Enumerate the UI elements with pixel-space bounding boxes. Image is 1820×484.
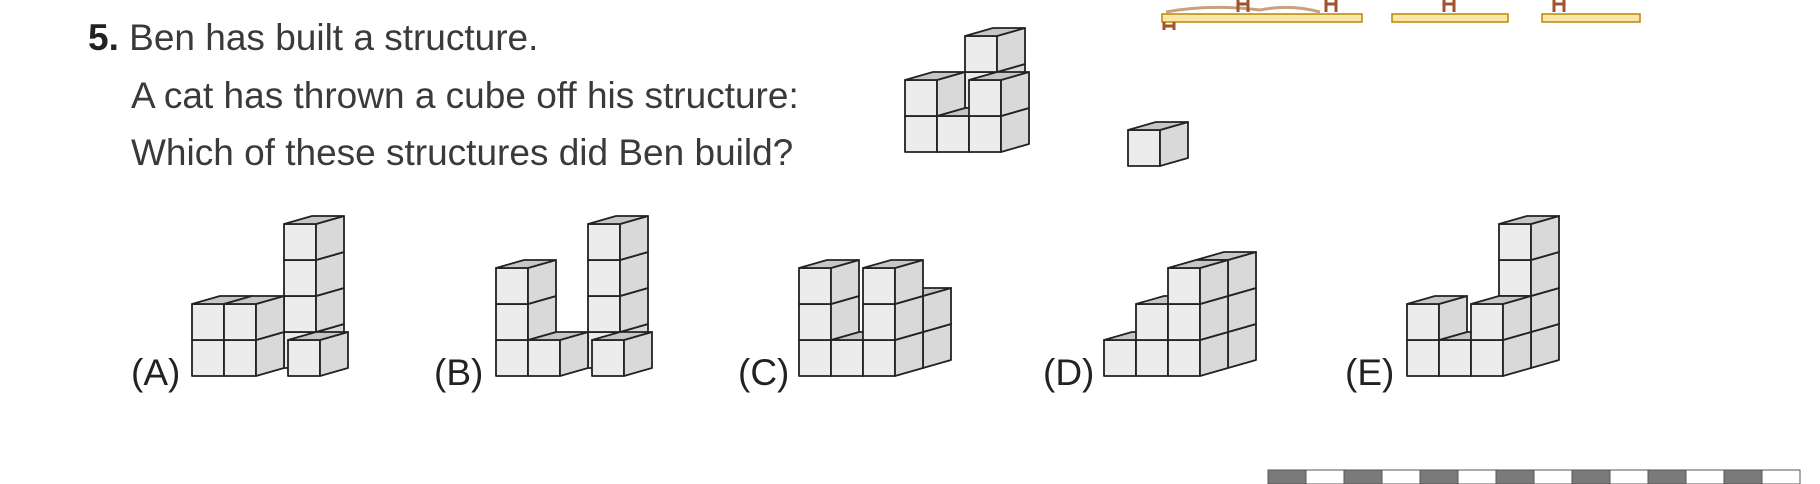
ladder-icon [1162,0,1566,30]
cube [223,295,285,341]
cube [287,331,349,377]
checker-cell [1723,469,1763,484]
option-c-label[interactable]: (C) [738,352,790,393]
checker-cell [1761,469,1801,484]
checker-cell [1343,469,1383,484]
question-text-1: Ben has built a structure. [129,17,539,58]
cube [1127,121,1189,167]
option-e-label[interactable]: (E) [1345,352,1395,393]
cube [591,331,653,377]
checker-cell [1305,469,1345,484]
checker-cell [1457,469,1497,484]
checker-cell [1571,469,1611,484]
option-c-figure[interactable] [795,190,985,390]
question-number: 5. [88,17,119,58]
option-b-figure[interactable] [492,190,682,390]
option-a-figure[interactable] [188,190,378,390]
cube [1498,215,1560,261]
option-d-figure[interactable] [1100,190,1290,390]
checker-cell [1533,469,1573,484]
question-text-3: Which of these structures did Ben build? [131,132,794,173]
cube [964,27,1026,73]
option-a-label[interactable]: (A) [131,352,181,393]
cube [1406,295,1468,341]
cube [904,71,966,117]
checker-cell [1419,469,1459,484]
cube [587,215,649,261]
option-d-label[interactable]: (D) [1043,352,1095,393]
cube [283,215,345,261]
checker-cell [1381,469,1421,484]
question-text-2: A cat has thrown a cube off his structur… [131,75,799,116]
question-line-1: 5. Ben has built a structure. [88,18,538,58]
cube [495,259,557,305]
header-decoration [1161,0,1641,30]
cube [862,259,924,305]
checker-cell [1647,469,1687,484]
checker-strip [1267,469,1801,484]
cube [1167,259,1229,305]
thrown-cube-figure [1127,121,1189,167]
cube [527,331,589,377]
given-structure-figure [904,27,1030,153]
checker-cell [1495,469,1535,484]
checker-cell [1267,469,1307,484]
cube [968,71,1030,117]
option-b-label[interactable]: (B) [434,352,484,393]
cube [1470,295,1532,341]
checker-cell [1609,469,1649,484]
checker-cell [1685,469,1725,484]
cube [798,259,860,305]
option-e-figure[interactable] [1403,190,1593,390]
